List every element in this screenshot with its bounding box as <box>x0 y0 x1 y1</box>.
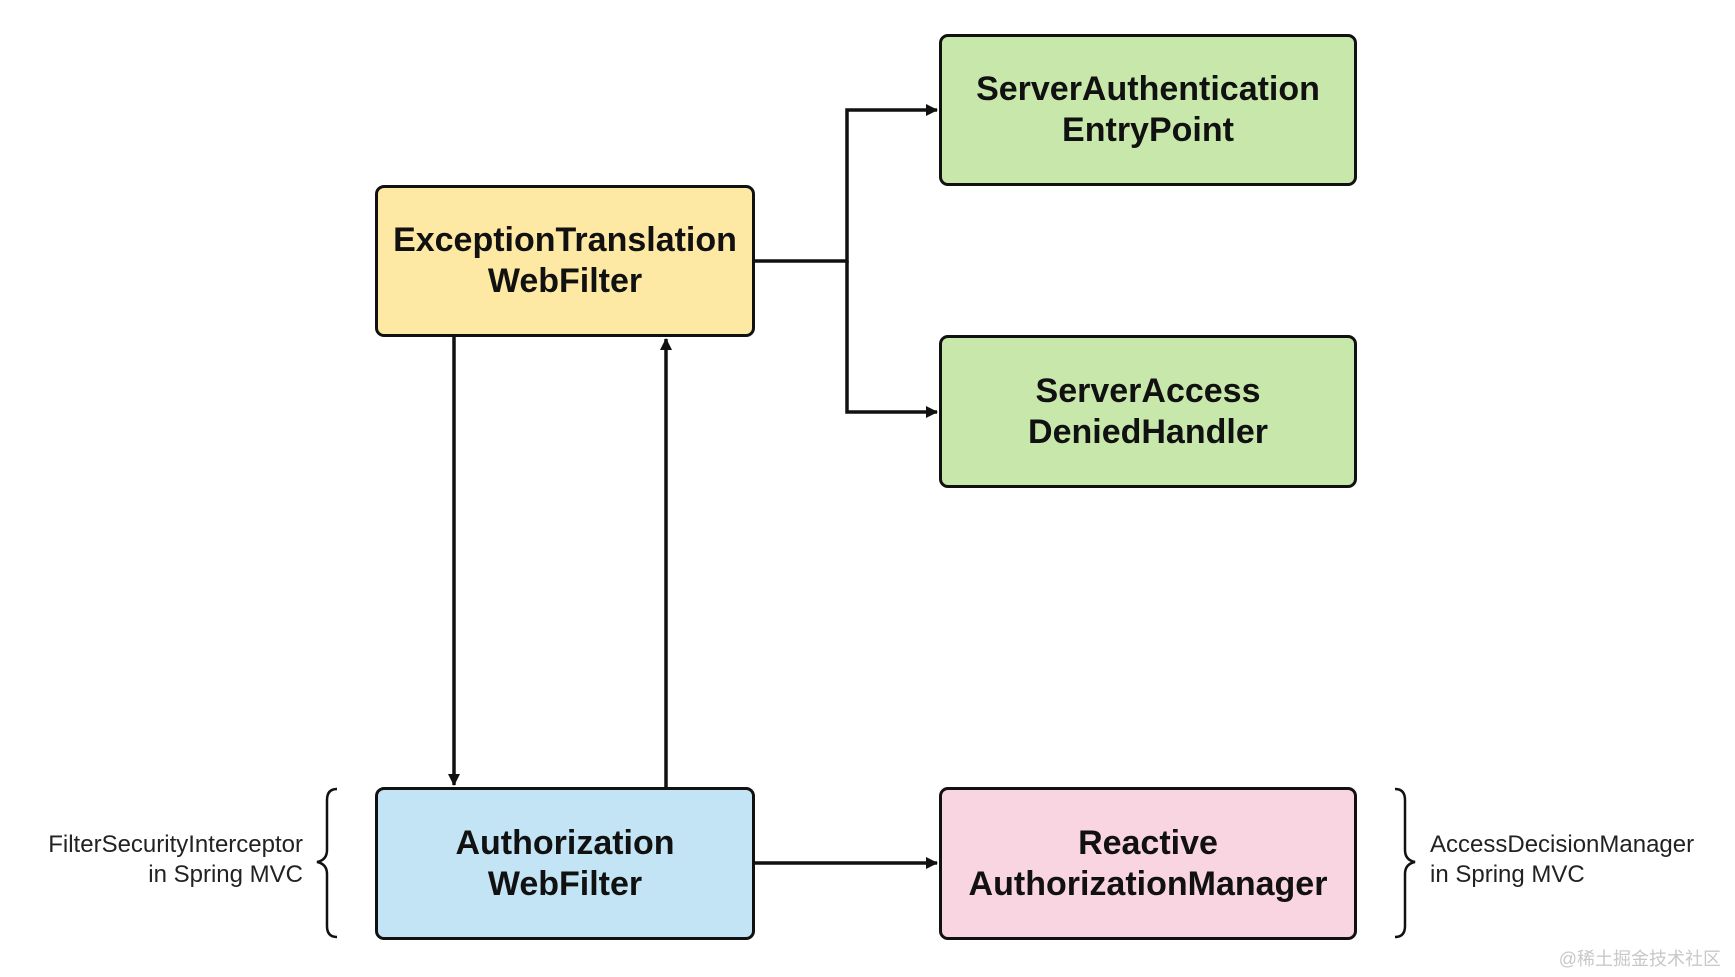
arrow-exception-to-entry-point <box>755 104 938 263</box>
server-authentication-entry-point-box: ServerAuthentication EntryPoint <box>939 34 1357 186</box>
watermark: @稀土掘金技术社区 <box>1558 949 1721 969</box>
authorization-filter-title-line1: Authorization <box>455 823 675 862</box>
denied-handler-title-line1: ServerAccess <box>1035 371 1261 410</box>
right-annotation: AccessDecisionManager in Spring MVC <box>1430 830 1694 890</box>
server-access-denied-handler-box: ServerAccess DeniedHandler <box>939 335 1357 488</box>
entry-point-title-line2: EntryPoint <box>1062 111 1234 149</box>
exception-translation-title-line1: ExceptionTranslation <box>393 221 737 259</box>
exception-translation-title-line2: WebFilter <box>487 262 643 300</box>
arrow-exception-to-denied-handler <box>845 261 938 418</box>
authorization-webfilter-box: Authorization WebFilter <box>375 787 755 940</box>
right-brace <box>1394 787 1416 939</box>
denied-handler-title-line2: DeniedHandler <box>1028 412 1268 451</box>
right-annotation-line1: AccessDecisionManager <box>1430 831 1695 858</box>
exception-translation-webfilter-box: ExceptionTranslation WebFilter <box>375 185 755 337</box>
right-annotation-line2: in Spring MVC <box>1430 861 1585 888</box>
entry-point-title-line1: ServerAuthentication <box>976 70 1320 108</box>
authorization-manager-title-line2: AuthorizationManager <box>968 864 1328 903</box>
left-brace <box>316 787 338 939</box>
left-annotation: FilterSecurityInterceptor in Spring MVC <box>48 830 303 890</box>
authorization-manager-title-line1: Reactive <box>1078 823 1218 862</box>
authorization-filter-title-line2: WebFilter <box>487 864 643 903</box>
left-annotation-line1: FilterSecurityInterceptor <box>48 831 303 858</box>
reactive-authorization-manager-box: Reactive AuthorizationManager <box>939 787 1357 940</box>
left-annotation-line2: in Spring MVC <box>148 861 303 888</box>
